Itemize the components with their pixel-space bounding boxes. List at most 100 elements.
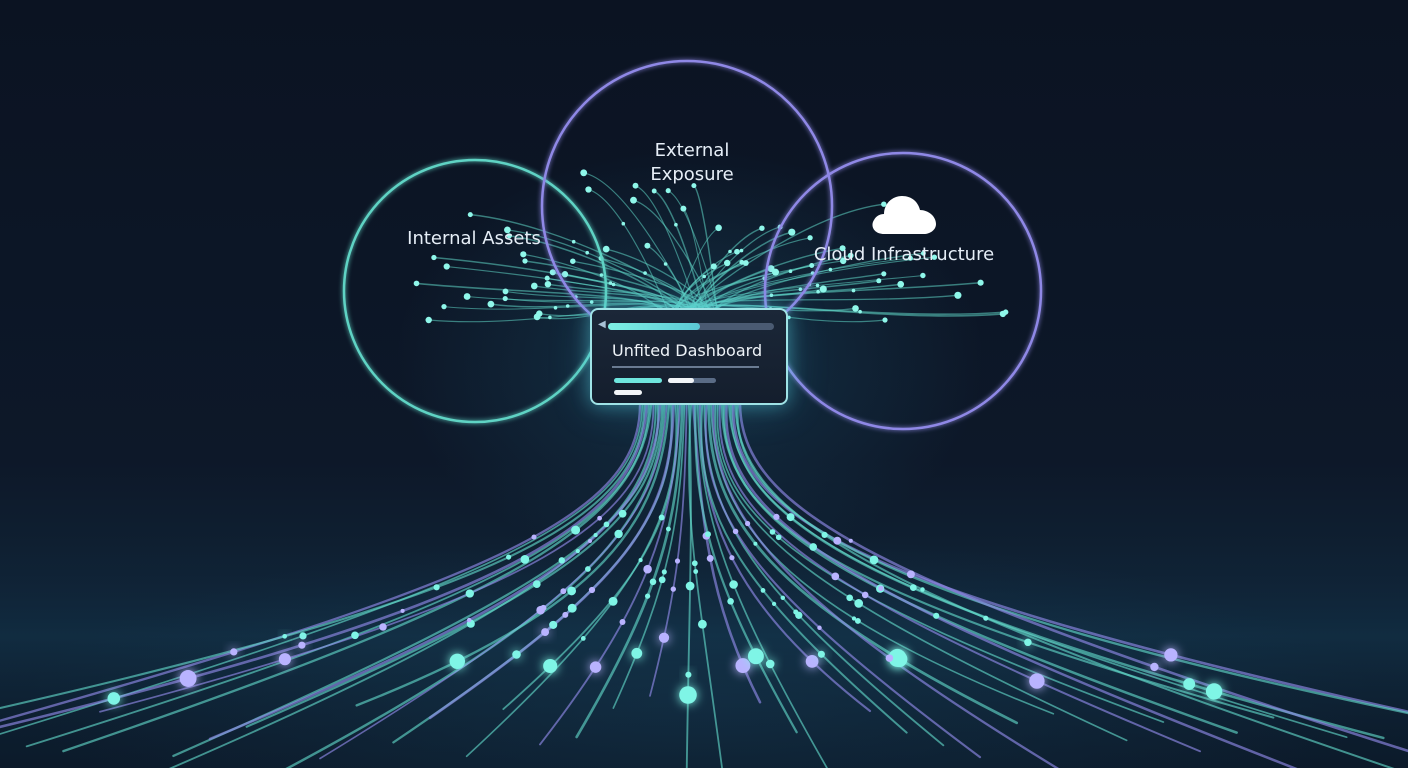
trunk-node [854,599,864,608]
burst-node [977,279,984,286]
burst-node [798,287,803,292]
burst-node [839,257,847,265]
trunk-node [558,557,566,564]
dashboard-bar-c [614,390,642,395]
burst-node [522,258,528,264]
dashboard-title: Unfited Dashboard [612,341,763,360]
trunk-node [854,617,861,624]
trunk-line [649,404,688,697]
burst-node [663,262,668,266]
trunk-node [585,566,591,572]
trunk-line [704,403,982,759]
burst-node [876,278,882,284]
trunk-node [649,578,657,586]
trunk-node [661,569,667,575]
scrollbar-thumb[interactable] [608,323,700,330]
trunk-line [0,403,642,722]
burst-node [441,303,447,310]
trunk-node [298,641,306,649]
trunk-node [107,692,121,705]
trunk-node [520,555,530,564]
trunk-node [658,632,670,643]
trunk-node [618,509,627,518]
trunk-node [705,531,711,538]
trunk-line [700,403,908,734]
trunk-node [831,572,840,581]
burst-node [931,254,938,260]
trunk-line [712,403,1060,768]
trunk-line [99,404,655,713]
trunk-node [560,588,567,595]
burst-line [504,290,668,313]
burst-node [734,248,740,255]
trunk-line [707,403,1019,725]
burst-node [630,196,637,204]
dashboard-bar-a [614,378,662,383]
burst-node [467,212,473,218]
burst-node [809,263,815,268]
burst-node [599,273,604,277]
burst-node [674,222,678,227]
cloud-icon [872,196,936,234]
trunk-node [983,615,989,621]
burst-node [665,188,671,194]
trunk-node [379,623,387,631]
trunk-node [878,585,884,592]
trunk-node [1024,638,1032,647]
trunk-line [694,403,798,734]
burst-node [651,188,657,194]
trunk-node [658,576,666,584]
trunk-node [780,595,786,601]
burst-node [504,226,511,234]
trunk-node [735,658,751,674]
trunk-node [278,653,291,666]
trunk-node [674,558,681,564]
trunk-line [428,403,675,720]
trunk-node [562,611,569,618]
trunk-node [906,570,915,579]
burst-node [425,316,432,324]
trunk-node [449,653,466,670]
trunk-line [696,404,828,768]
trunk-node [691,560,698,567]
trunk-node [512,650,521,659]
trunk-node [786,513,795,522]
burst-line [415,282,675,313]
burst-node [487,300,495,308]
burst-node [897,280,905,288]
burst-node [819,285,827,293]
trunk-line [612,404,686,709]
trunk-node [580,636,586,641]
burst-node [643,271,647,275]
burst-node [548,315,552,320]
trunk-node [643,564,652,574]
trunk-node [593,533,598,538]
dashboard-scrollbar[interactable]: ◀ [598,319,774,330]
circle-internal-assets [342,158,608,424]
trunk-node [658,514,665,521]
trunk-node [644,593,651,599]
trunk-line [62,403,653,753]
trunk-node [603,521,610,528]
trunk-node [891,651,908,668]
trunk-node [670,586,676,592]
trunk-node [795,611,803,619]
trunk-node [744,520,751,527]
burst-node [544,280,552,288]
burst-node [739,248,744,253]
trunk-node [729,555,735,561]
unified-dashboard-panel[interactable]: ◀ Unfited Dashboard [590,308,788,405]
trunk-node [567,586,577,596]
trunk-node [1029,673,1045,689]
trunk-node [805,655,819,668]
burst-line [634,185,698,313]
scroll-left-icon[interactable]: ◀ [598,319,606,330]
burst-node [882,317,888,323]
trunk-node [631,647,643,659]
burst-node [858,309,862,314]
burst-line [583,172,695,313]
burst-node [553,306,558,310]
trunk-node [532,580,541,588]
burst-node [565,304,570,308]
